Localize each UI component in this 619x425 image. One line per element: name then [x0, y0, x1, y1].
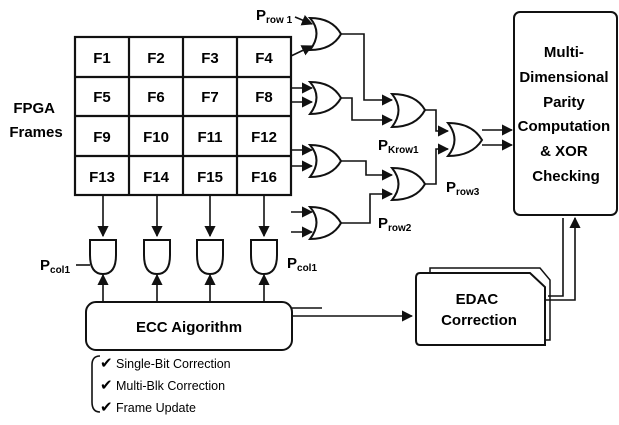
check-icon: ✔ [100, 377, 113, 394]
ecc-algorithm-box [85, 301, 293, 351]
or-gate-row1 [307, 16, 343, 52]
row-wires [290, 14, 314, 238]
feature-list: ✔ Single-Bit Correction ✔ Multi-Blk Corr… [100, 355, 231, 416]
frame-cell-f9: F9 [93, 129, 111, 146]
frame-cell-f11: F11 [197, 129, 222, 146]
column-and-gates [89, 239, 278, 276]
prow2-label: Prow2 [378, 215, 412, 234]
frame-cell-f2: F2 [147, 50, 165, 67]
frame-cell-f1: F1 [93, 50, 111, 67]
check-icon: ✔ [100, 355, 113, 372]
parity-check-box [513, 11, 618, 216]
edac-to-parity-wires [545, 216, 581, 301]
prow1-label: Prow 1 [256, 7, 293, 26]
check-icon: ✔ [100, 399, 113, 416]
frame-grid [73, 35, 293, 197]
feature-multi-blk: Multi-Blk Correction [116, 379, 225, 393]
or-gate-row3 [307, 143, 343, 179]
fpga-frames-label: FPGA Frames [9, 100, 62, 141]
frame-cell-f8: F8 [255, 89, 273, 106]
pcol1-left-label: Pcol1 [40, 257, 70, 276]
frame-cell-f5: F5 [93, 89, 111, 106]
gate-wires [341, 33, 514, 224]
frame-cell-f3: F3 [201, 50, 219, 67]
frame-cell-f6: F6 [147, 89, 165, 106]
feature-bracket [91, 355, 101, 413]
feature-frame-update: Frame Update [116, 401, 196, 415]
edac-box [415, 272, 546, 346]
ecc-algorithm-title: ECC Aigorithm [136, 319, 242, 336]
frame-cell-f10: F10 [143, 129, 169, 146]
pcol1-right-label: Pcol1 [287, 255, 317, 274]
feature-single-bit: Single-Bit Correction [116, 357, 231, 371]
frame-cell-f7: F7 [201, 89, 219, 106]
or-gate-krow1 [389, 92, 427, 129]
frame-cell-f12: F12 [251, 129, 277, 146]
or-gate-row2 [307, 80, 343, 116]
frame-cell-f14: F14 [143, 169, 170, 186]
or-gate-row3-final [445, 121, 484, 158]
frame-cell-f16: F16 [251, 169, 277, 186]
edac-title: EDAC Correction [441, 291, 517, 329]
parity-check-title: Multi- Dimensional Parity Computation & … [518, 44, 615, 185]
frame-cell-f15: F15 [197, 169, 223, 186]
or-gate-row4 [307, 205, 343, 241]
prow3-label: Prow3 [446, 179, 480, 198]
frame-cell-f13: F13 [89, 169, 115, 186]
frame-cell-f4: F4 [255, 50, 273, 67]
or-gate-row2-combine [389, 166, 427, 202]
pkrow1-label: PKrow1 [378, 137, 419, 156]
ecc-to-edac-wires [292, 307, 414, 322]
column-wires [76, 195, 270, 302]
